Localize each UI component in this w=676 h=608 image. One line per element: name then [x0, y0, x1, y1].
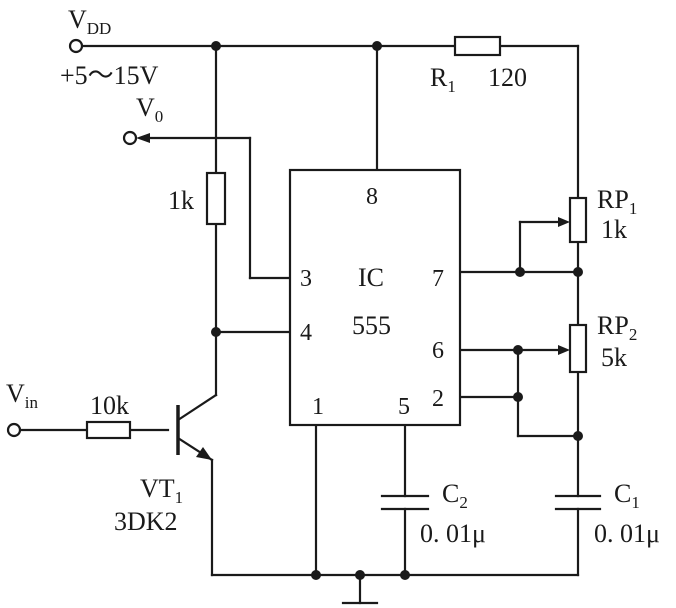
rp2-potentiometer	[568, 323, 588, 374]
rp1-potentiometer	[568, 196, 588, 244]
r1-value: 120	[488, 63, 527, 92]
ic-pin-5-label: 5	[398, 394, 410, 420]
ic-555-body	[288, 168, 462, 427]
vdd-terminal	[68, 38, 84, 54]
ic-label: IC	[358, 263, 384, 292]
ic-pin-4-label: 4	[300, 320, 312, 346]
c1-capacitor	[554, 494, 602, 511]
junction-dot	[355, 570, 365, 580]
rp2-label: RP2	[597, 311, 637, 344]
rp1-value: 1k	[601, 215, 627, 244]
c1-label: C1	[614, 479, 640, 512]
junction-dot	[515, 267, 525, 277]
rp2-wiper-arrow-icon	[558, 345, 570, 355]
junctions	[211, 41, 583, 580]
supply-range-label: +5～15V	[60, 61, 159, 90]
junction-dot	[573, 267, 583, 277]
base-resistor-value: 10k	[90, 391, 129, 420]
r1-label: R1	[430, 63, 456, 96]
transistor-part: 3DK2	[114, 507, 178, 536]
c2-capacitor	[380, 494, 430, 511]
output-arrow-icon	[136, 133, 150, 143]
base-resistor	[85, 420, 132, 440]
ic-pin-7-label: 7	[432, 266, 444, 292]
c1-value: 0. 01μ	[594, 519, 660, 548]
ic-pin-3-label: 3	[300, 266, 312, 292]
pullup-value: 1k	[168, 186, 194, 215]
output-label: V0	[136, 93, 163, 126]
ic-part-label: 555	[352, 311, 391, 340]
rp2-value: 5k	[601, 343, 627, 372]
pullup-resistor	[205, 171, 227, 226]
ic-pin-1-label: 1	[312, 394, 324, 420]
input-label: Vin	[6, 379, 39, 412]
junction-dot	[400, 570, 410, 580]
output-terminal	[122, 130, 138, 146]
ic-pin-2-label: 2	[432, 386, 444, 412]
c2-label: C2	[442, 479, 468, 512]
collector-lead	[176, 393, 218, 422]
emitter-arrow-icon	[196, 447, 212, 460]
rp1-wiper-arrow-icon	[558, 217, 570, 227]
ic-pin-6-label: 6	[432, 338, 444, 364]
transistor-vt1	[176, 405, 212, 460]
r1-resistor	[453, 35, 502, 57]
ic-pin-8-label: 8	[366, 184, 378, 210]
rp1-label: RP1	[597, 185, 637, 218]
junction-dot	[513, 392, 523, 402]
c2-value: 0. 01μ	[420, 519, 486, 548]
input-terminal	[6, 422, 22, 438]
junction-dot	[211, 327, 221, 337]
junction-dot	[211, 41, 221, 51]
junction-dot	[573, 431, 583, 441]
transistor-label: VT1	[140, 474, 183, 507]
junction-dot	[372, 41, 382, 51]
junction-dot	[513, 345, 523, 355]
vdd-label: VDD	[68, 5, 111, 38]
junction-dot	[311, 570, 321, 580]
